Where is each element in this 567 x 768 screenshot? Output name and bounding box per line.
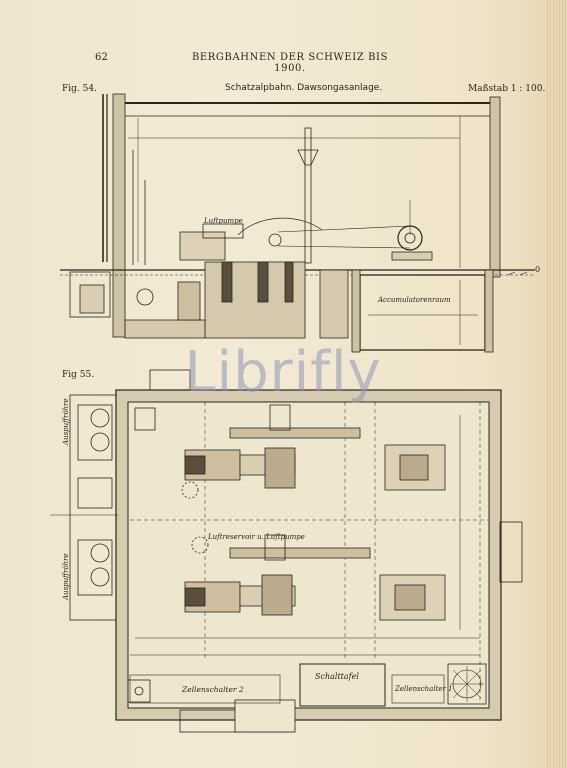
label-switchboard: Schalttafel [315,672,359,681]
page-number: 62 [95,52,109,63]
label-ground-zero: 0 [535,265,541,274]
fig55-plan-drawing [50,369,523,733]
label-exhaust-pipe-bottom: Auspuffröhre [62,553,70,600]
fig55-label: Fig 55. [62,370,95,380]
fig54-label: Fig. 54. [62,84,97,94]
label-cell-switch-1: Zellenschalter 1 [395,685,453,693]
book-spine-edge [545,0,567,768]
fig54-section-drawing [60,93,535,353]
watermark: Librifly [184,340,382,405]
label-accumulator-room: Accumulatorenraum [378,296,451,304]
label-exhaust-pipe-top: Auspuffröhre [62,398,70,445]
label-cell-switch-2: Zellenschalter 2 [182,685,244,694]
label-air-reservoir: Luftreservoir u. Luftpumpe [208,533,305,541]
fig54-caption: Schatzalpbahn. Dawsongasanlage. [225,83,383,93]
fig54-scale: Maßstab 1 : 100. [468,84,546,94]
running-title: BERGBAHNEN DER SCHWEIZ BIS 1900. [191,52,389,74]
label-air-pump: Luftpumpe [204,217,243,225]
